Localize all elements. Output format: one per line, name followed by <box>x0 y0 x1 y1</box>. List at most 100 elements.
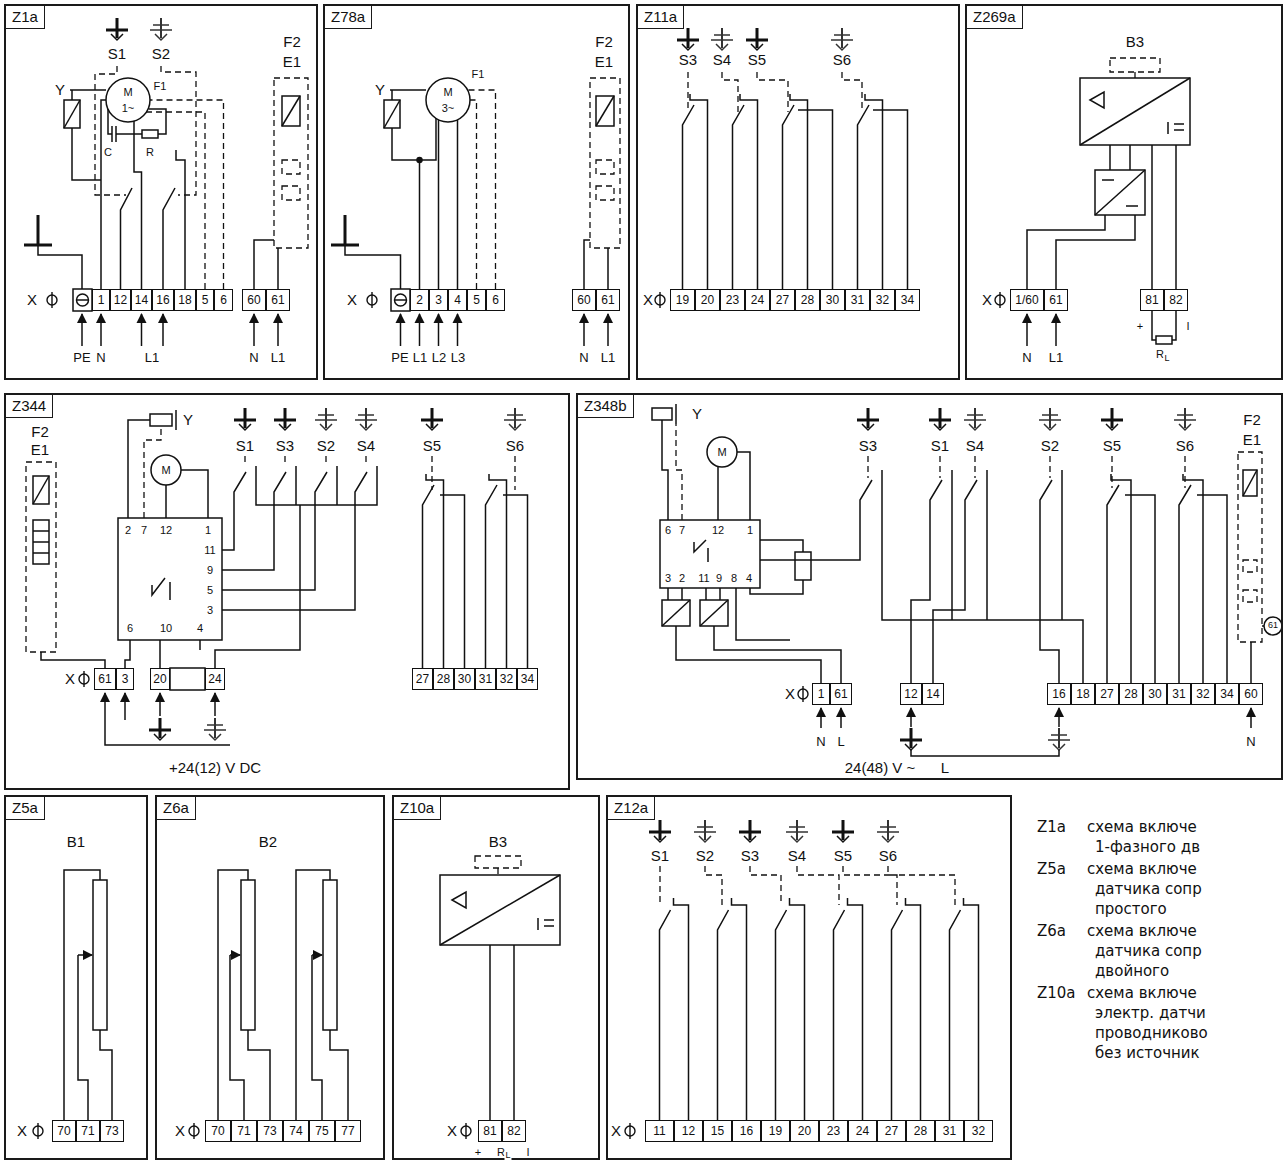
terminal-number: 73 <box>257 1120 283 1142</box>
pin-label: 3~ <box>441 102 456 114</box>
panel-code: Z10a <box>394 797 441 820</box>
schematic-panel: Z269a <box>965 4 1283 380</box>
pin-label: F1 <box>153 80 168 92</box>
part-label: X <box>174 1123 186 1140</box>
terminal-number: 15 <box>703 1120 732 1142</box>
part-label: F2 <box>594 34 614 51</box>
part-label: Y <box>182 412 194 429</box>
terminal-number: 23 <box>720 289 745 311</box>
terminal-number: 12 <box>110 289 131 311</box>
supply-arrows <box>78 314 1251 955</box>
part-label: Y <box>374 82 386 99</box>
terminal-number: 18 <box>174 289 196 311</box>
panel-code: Z6a <box>157 797 196 820</box>
terminal-number: 20 <box>150 668 170 690</box>
pin-label: 12 <box>711 524 725 536</box>
terminal-number: 14 <box>922 683 944 705</box>
terminal-number: 32 <box>1191 683 1215 705</box>
part-label: X <box>642 292 654 309</box>
part-label: X <box>16 1123 28 1140</box>
part-label: S2 <box>695 848 715 865</box>
part-label: S4 <box>965 438 985 455</box>
supply-label: L1 <box>144 351 160 365</box>
note-text: датчика сопр <box>1094 881 1203 898</box>
note-text: Z5a <box>1036 861 1067 878</box>
terminal-number: 70 <box>205 1120 231 1142</box>
part-label: X <box>346 292 358 309</box>
terminal-number: 27 <box>412 668 433 690</box>
terminal-number: 3 <box>429 289 448 311</box>
dashed-links <box>26 58 1262 905</box>
part-label: X <box>784 686 796 703</box>
part-label: X <box>610 1123 622 1140</box>
terminal-number: 34 <box>895 289 920 311</box>
part-label: 24(48) V ~ <box>844 760 916 777</box>
supply-label: PE <box>72 351 91 365</box>
supply-label: L2 <box>431 351 447 365</box>
part-label: E1 <box>30 442 50 459</box>
supply-label: N <box>248 351 259 365</box>
pin-label: 12 <box>159 524 173 536</box>
part-label: S4 <box>712 52 732 69</box>
supply-label: PE <box>390 351 409 365</box>
pin-label: 9 <box>715 572 723 584</box>
terminal-number: 82 <box>502 1120 526 1142</box>
supply-label: N <box>95 351 106 365</box>
terminal-number: 24 <box>205 668 225 690</box>
terminal-number: 60 <box>572 289 596 311</box>
terminal-number: 60 <box>1239 683 1263 705</box>
part-label: S1 <box>235 438 255 455</box>
terminal-number: 30 <box>820 289 845 311</box>
part-label: S2 <box>1040 438 1060 455</box>
terminal-number: 6 <box>486 289 505 311</box>
terminal-number: 28 <box>433 668 454 690</box>
pin-label: + <box>474 1146 482 1158</box>
note-text: 1-фазного дв <box>1094 839 1201 856</box>
terminal-number: 1 <box>812 683 830 705</box>
part-label: L <box>940 760 950 777</box>
terminal-number: 82 <box>1164 289 1188 311</box>
part-label: S5 <box>833 848 853 865</box>
terminal-strip-symbols <box>33 292 1005 1139</box>
part-label: S5 <box>422 438 442 455</box>
pin-label: 2 <box>678 572 686 584</box>
pin-label: C <box>103 146 113 158</box>
terminal-number: 20 <box>790 1120 819 1142</box>
pin-label: M <box>442 86 453 98</box>
terminal-number: 32 <box>496 668 517 690</box>
part-label: S6 <box>1175 438 1195 455</box>
pin-label: I <box>525 1146 530 1158</box>
part-label: X <box>26 292 38 309</box>
terminal-number: 24 <box>745 289 770 311</box>
terminal-number: 28 <box>795 289 820 311</box>
terminal-number: 19 <box>670 289 695 311</box>
note-text: без источник <box>1094 1045 1201 1062</box>
terminal-number: 18 <box>1071 683 1095 705</box>
part-label: +24(12) V DC <box>168 760 262 777</box>
part-label: B3 <box>1125 34 1145 51</box>
terminal-number: 70 <box>52 1120 76 1142</box>
pin-label: 1 <box>204 524 212 536</box>
terminal-number: 31 <box>845 289 870 311</box>
note-text: двойного <box>1094 963 1170 980</box>
part-label: S5 <box>747 52 767 69</box>
terminal-number: 32 <box>870 289 895 311</box>
terminal-number: 5 <box>467 289 486 311</box>
panel-code: Z12a <box>608 797 655 820</box>
part-label: S1 <box>930 438 950 455</box>
part-label: S6 <box>505 438 525 455</box>
pin-label: 4 <box>196 622 204 634</box>
terminal-number: 73 <box>100 1120 124 1142</box>
part-label: S1 <box>650 848 670 865</box>
part-label: S3 <box>740 848 760 865</box>
pin-label: 2 <box>124 524 132 536</box>
terminal-number: 16 <box>1047 683 1071 705</box>
part-label: S3 <box>678 52 698 69</box>
terminal-number: 27 <box>877 1120 906 1142</box>
pin-label: 3 <box>206 604 214 616</box>
terminal-number: 28 <box>906 1120 935 1142</box>
terminal-number: 24 <box>848 1120 877 1142</box>
part-label: S3 <box>275 438 295 455</box>
terminal-number: 30 <box>454 668 475 690</box>
